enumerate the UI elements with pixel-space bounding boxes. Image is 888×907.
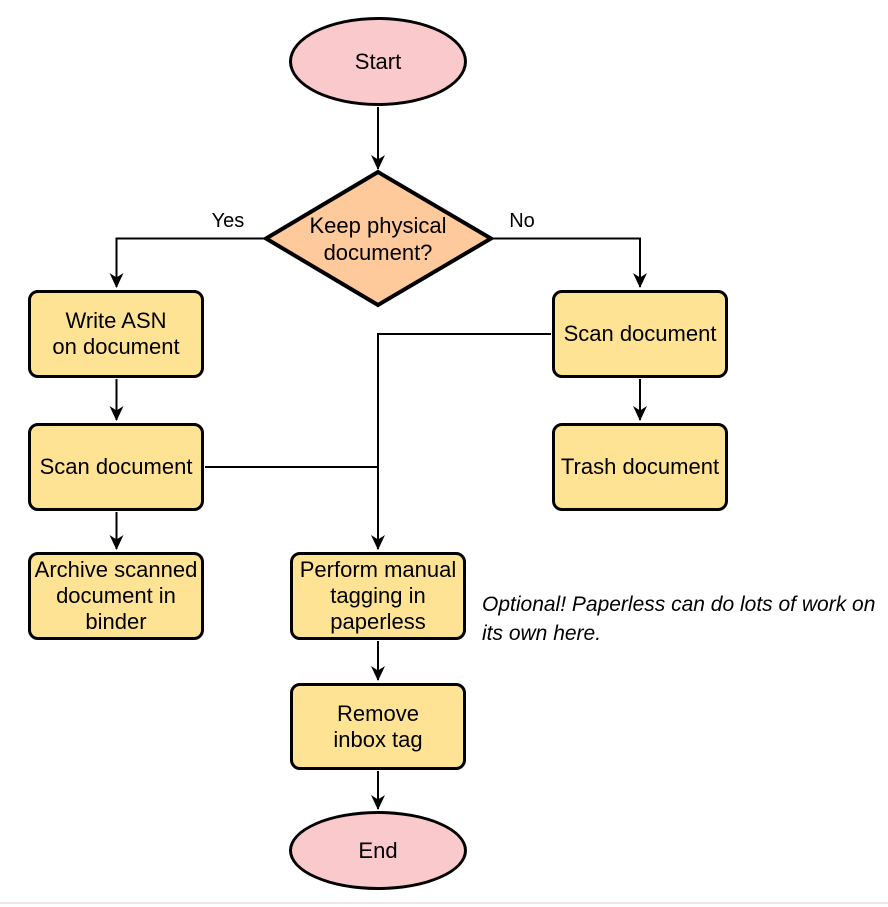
node-trash-document-label: Trash document [560,454,720,479]
annotation-optional-note: Optional! Paperless can do lots of work … [482,593,876,645]
node-decision-label: Keep physical document? [309,212,447,265]
node-scan-document-left: Scan document [28,423,204,511]
node-start: Start [289,17,467,106]
page-bottom-rule [0,902,888,904]
node-remove-inbox-tag: Remove inbox tag [290,683,466,770]
node-archive-binder-label: Archive scanned document in binder [34,557,198,634]
node-scan-document-left-label: Scan document [39,454,193,479]
node-archive-binder: Archive scanned document in binder [28,552,204,640]
edge-decision-yes-to-write-asn [109,237,266,288]
node-manual-tagging-label: Perform manual tagging in paperless [299,557,457,634]
decision-diamond-shape [262,169,495,308]
node-end-label: End [358,837,398,863]
node-start-label: Start [354,48,402,74]
edge-label-yes: Yes [211,210,245,232]
node-scan-document-right-label: Scan document [563,321,717,346]
node-remove-inbox-tag-label: Remove inbox tag [333,700,423,752]
node-manual-tagging: Perform manual tagging in paperless [290,552,466,640]
node-scan-document-right: Scan document [552,290,728,378]
node-write-asn: Write ASN on document [28,290,204,378]
edge-label-no: No [509,210,535,232]
node-decision: Keep physical document? [288,195,468,282]
edge-decision-no-to-scan-right [491,237,647,288]
node-write-asn-label: Write ASN on document [52,308,180,359]
edge-scan-right-to-tagging [371,333,551,550]
node-trash-document: Trash document [552,423,728,511]
node-end: End [289,811,467,890]
